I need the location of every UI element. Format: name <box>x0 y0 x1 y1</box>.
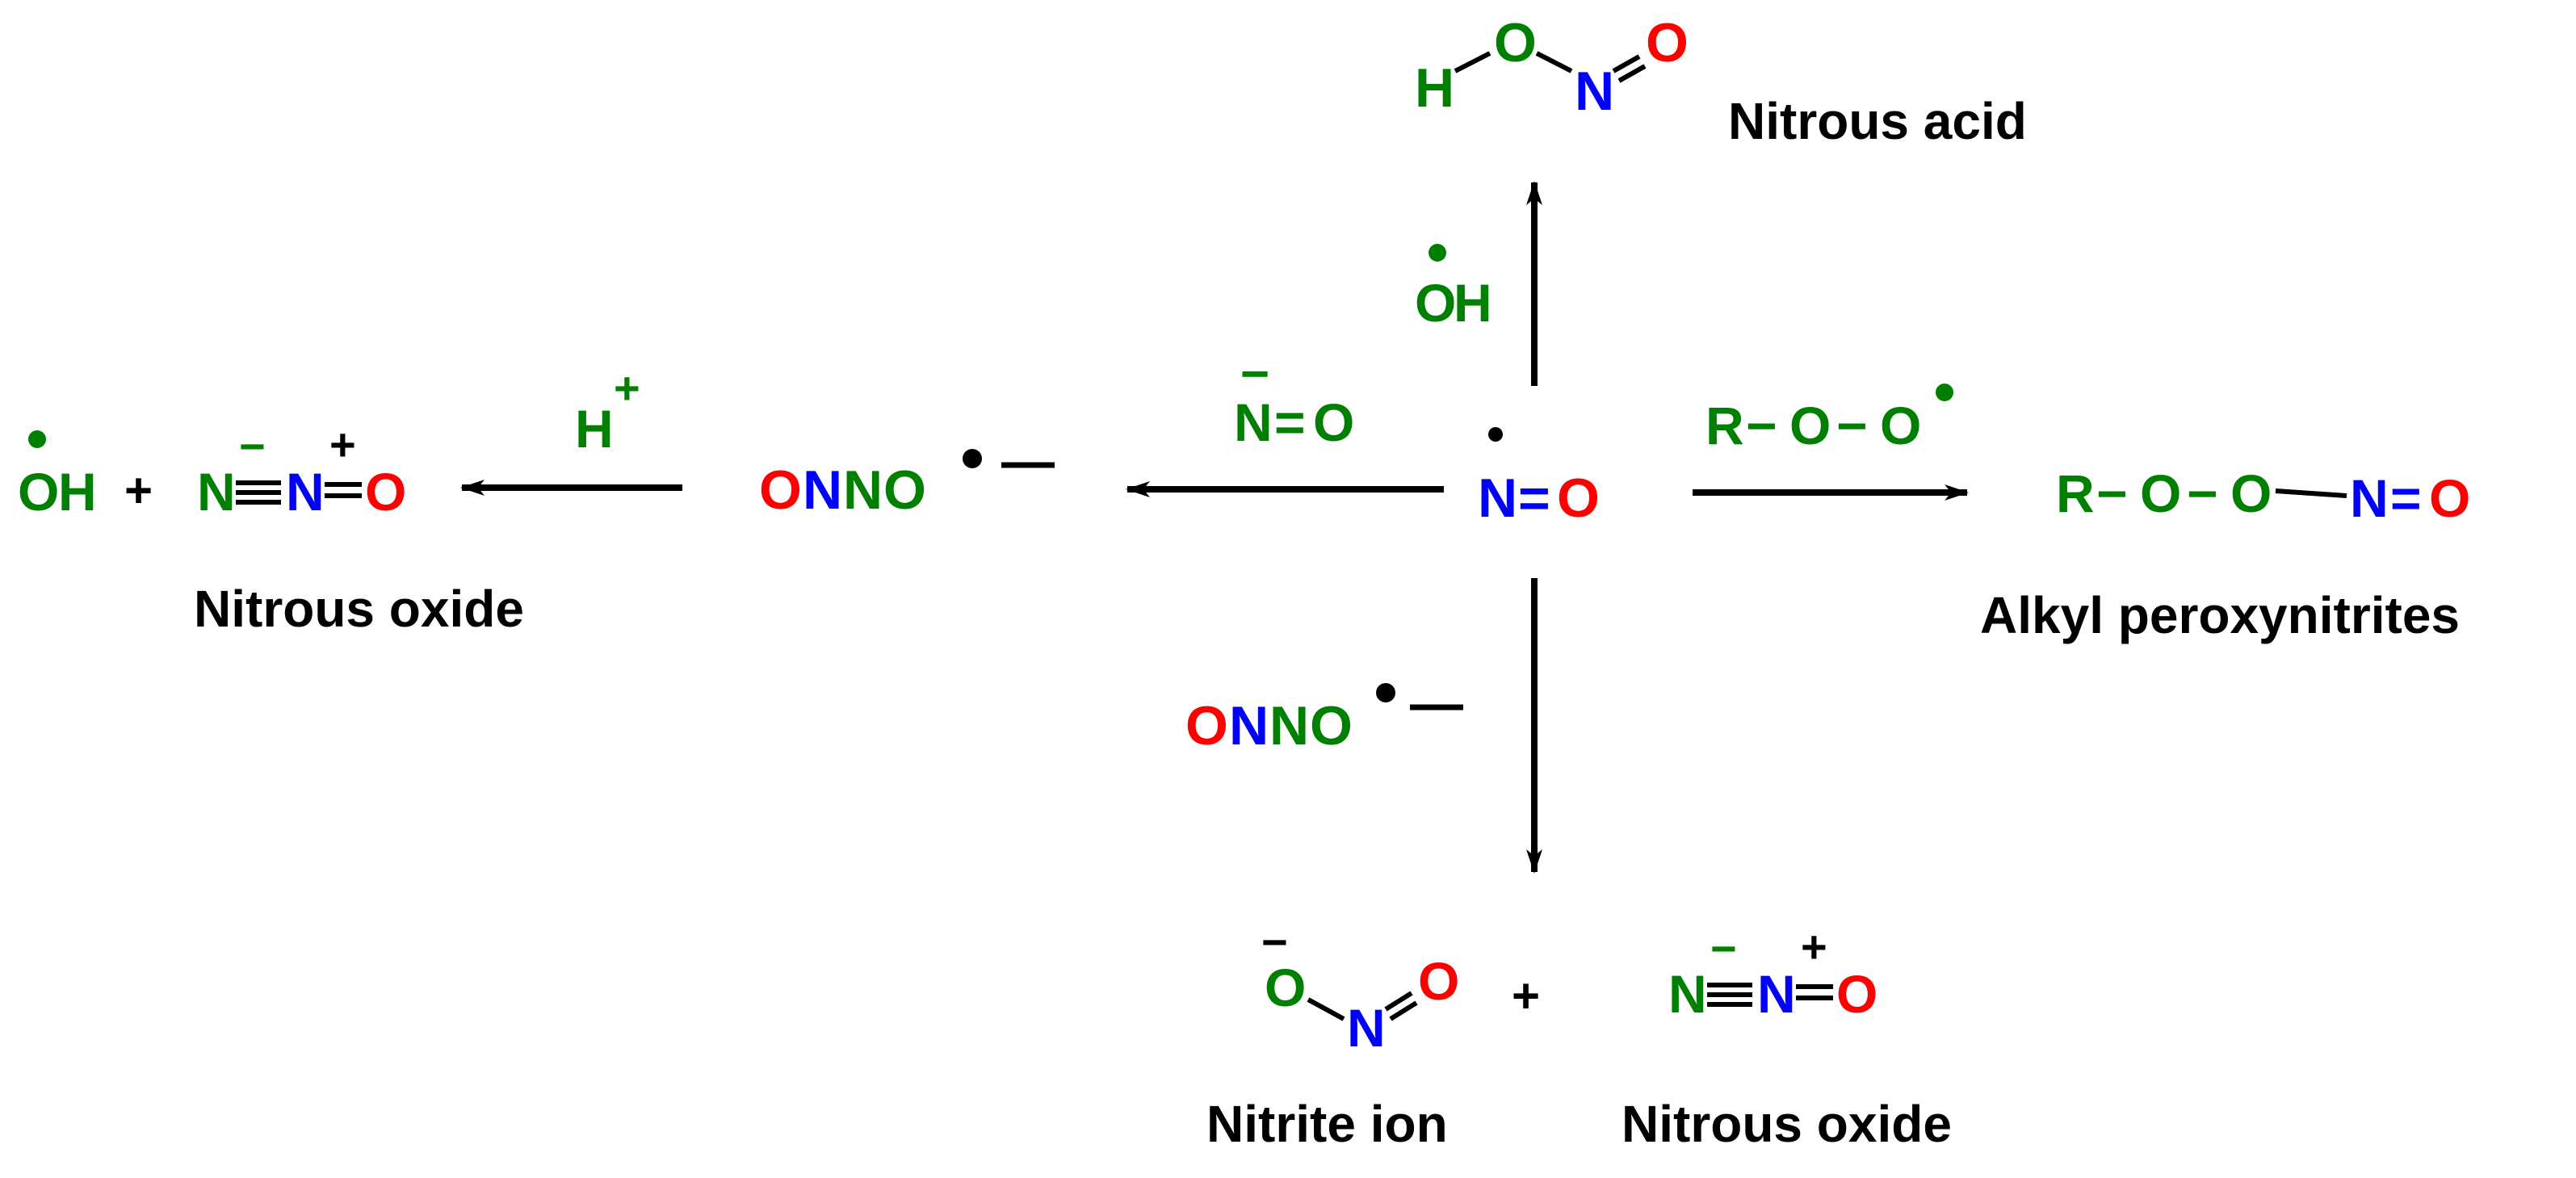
bond-o-n <box>1307 997 1345 1021</box>
left-product-hydroxyl: O H <box>18 430 97 522</box>
ron-nitrogen: N <box>2350 468 2389 528</box>
down-onno-oxygen-2: O <box>1310 695 1353 757</box>
peroxyl-oxygen-2: O <box>1880 396 1921 455</box>
bond-n-o-double-a <box>1384 991 1413 1012</box>
left-product-hydrogen: H <box>58 462 97 522</box>
n2o-oxygen: O <box>365 462 406 522</box>
label-nitrous-oxide-left: Nitrous oxide <box>194 580 524 638</box>
right-reagent-peroxyl-radical: R − O − O <box>1705 384 1953 455</box>
down-n2o-nitrogen-2: N <box>1757 964 1796 1024</box>
down-n2o-nitrogen-1: N <box>1668 964 1707 1024</box>
label-nitrous-oxide-bottom: Nitrous oxide <box>1622 1095 1952 1153</box>
left-product-nitrous-oxide: N − N + O <box>197 419 406 522</box>
ron-double-bond: = <box>2390 468 2422 528</box>
proton-h: H <box>575 399 614 459</box>
nitroxyl-minus: − <box>1240 346 1269 402</box>
hono-oxygen-2: O <box>1646 12 1689 73</box>
bond-n-o-double-b <box>1389 1000 1418 1021</box>
radical-dot <box>28 430 46 448</box>
left-plus-sign: + <box>124 463 153 518</box>
radical-dot <box>963 449 982 468</box>
onno-oxygen-2: O <box>883 459 926 521</box>
bond-h-o <box>1454 51 1491 73</box>
nitroxyl-nitrogen: N <box>1234 392 1273 452</box>
peroxyl-dash-1: − <box>1746 396 1777 455</box>
down-onno-nitrogen-2: N <box>1269 695 1309 757</box>
bond-o-n <box>2275 488 2347 498</box>
radical-dot <box>1488 427 1503 442</box>
down-n2o-minus: − <box>1710 923 1737 974</box>
down-onno-nitrogen-1: N <box>1229 695 1269 757</box>
radical-dot <box>1936 384 1953 401</box>
bond-n-o-double-a <box>1612 54 1641 73</box>
left-reagent-proton: H + <box>575 363 640 459</box>
n2o-nitrogen-1: N <box>197 462 236 522</box>
up-reagent-oxygen: O <box>1415 273 1456 333</box>
ron-oxygen-1: O <box>2140 463 2181 523</box>
right-product-peroxynitrite: R − O − O N = O <box>2056 463 2470 528</box>
nitrite-minus: − <box>1261 916 1288 967</box>
nitroxyl-oxygen: O <box>1313 392 1354 452</box>
peroxyl-oxygen-1: O <box>1789 396 1831 455</box>
radical-dot <box>1429 244 1446 262</box>
nitrite-nitrogen: N <box>1347 998 1386 1058</box>
peroxyl-dash-2: − <box>1836 396 1868 455</box>
up-product-nitrous-acid: H O N O <box>1415 12 1689 122</box>
proton-plus: + <box>614 363 640 413</box>
hono-hydrogen: H <box>1415 57 1454 119</box>
down-plus-sign: + <box>1512 969 1540 1023</box>
down-reagent-onno: O N N O <box>1185 683 1463 757</box>
ron-r: R <box>2056 463 2095 523</box>
label-nitrous-acid: Nitrous acid <box>1728 92 2027 150</box>
down-onno-oxygen-1: O <box>1185 695 1228 757</box>
hono-oxygen-1: O <box>1494 12 1537 73</box>
left-reagent-nitroxyl-anion: − N = O <box>1234 346 1354 452</box>
label-alkyl-peroxynitrites: Alkyl peroxynitrites <box>1980 586 2460 644</box>
onno-nitrogen-1: N <box>803 459 842 521</box>
label-nitrite-ion: Nitrite ion <box>1206 1095 1448 1153</box>
down-product-nitrite-ion: − O N O <box>1261 916 1459 1058</box>
ron-oxygen-2: O <box>2230 463 2272 523</box>
radical-dot <box>1376 683 1395 702</box>
left-intermediate-onno: O N N O <box>759 449 1055 521</box>
up-reagent-hydrogen: H <box>1454 273 1492 333</box>
center-nitrogen: N <box>1478 467 1517 529</box>
down-n2o-oxygen: O <box>1836 964 1877 1024</box>
center-double-bond: = <box>1518 467 1550 529</box>
onno-oxygen-1: O <box>759 459 802 521</box>
up-reagent-hydroxyl-radical: O H <box>1415 244 1492 333</box>
left-product-oxygen: O <box>18 462 59 522</box>
bond-n-o-double-b <box>1617 64 1647 83</box>
n2o-plus-charge: + <box>329 419 356 470</box>
ron-dash-2: − <box>2187 463 2218 523</box>
nitrite-oxygen-2: O <box>1418 951 1459 1011</box>
n2o-nitrogen-2: N <box>286 462 325 522</box>
peroxyl-r: R <box>1705 396 1744 455</box>
down-product-nitrous-oxide: N − N + O <box>1668 921 1877 1024</box>
bond-o-n <box>1535 51 1573 73</box>
center-oxygen: O <box>1557 467 1600 529</box>
nitrite-oxygen-1: O <box>1265 958 1306 1017</box>
n2o-minus: − <box>239 421 266 472</box>
ron-oxygen-3: O <box>2429 468 2470 528</box>
ron-dash-1: − <box>2096 463 2128 523</box>
down-n2o-plus-charge: + <box>1801 921 1827 972</box>
onno-nitrogen-2: N <box>843 459 883 521</box>
nitroxyl-double-bond: = <box>1274 392 1306 452</box>
center-nitric-oxide: N = O <box>1478 427 1600 529</box>
hono-nitrogen: N <box>1575 61 1614 122</box>
